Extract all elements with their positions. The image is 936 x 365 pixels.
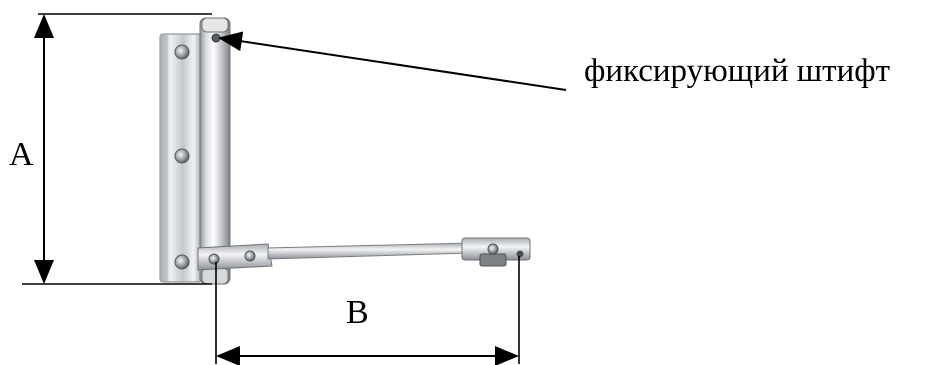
screw-top bbox=[174, 44, 190, 60]
screw-middle bbox=[174, 148, 190, 164]
screw-bottom bbox=[174, 254, 190, 270]
fixing-pin bbox=[211, 33, 221, 43]
arm-bracket bbox=[197, 243, 273, 271]
arm-end-bracket bbox=[461, 237, 531, 267]
spring-barrel bbox=[199, 17, 231, 285]
dimension-b-label: B bbox=[346, 294, 369, 331]
arm-rod bbox=[267, 242, 471, 260]
fixing-pin-label: фиксирующий штифт bbox=[584, 53, 891, 89]
dimension-b-line bbox=[215, 256, 520, 365]
dimension-a-label: A bbox=[9, 136, 34, 173]
pin-callout-leader bbox=[218, 31, 567, 91]
dimension-a-line bbox=[22, 13, 212, 285]
